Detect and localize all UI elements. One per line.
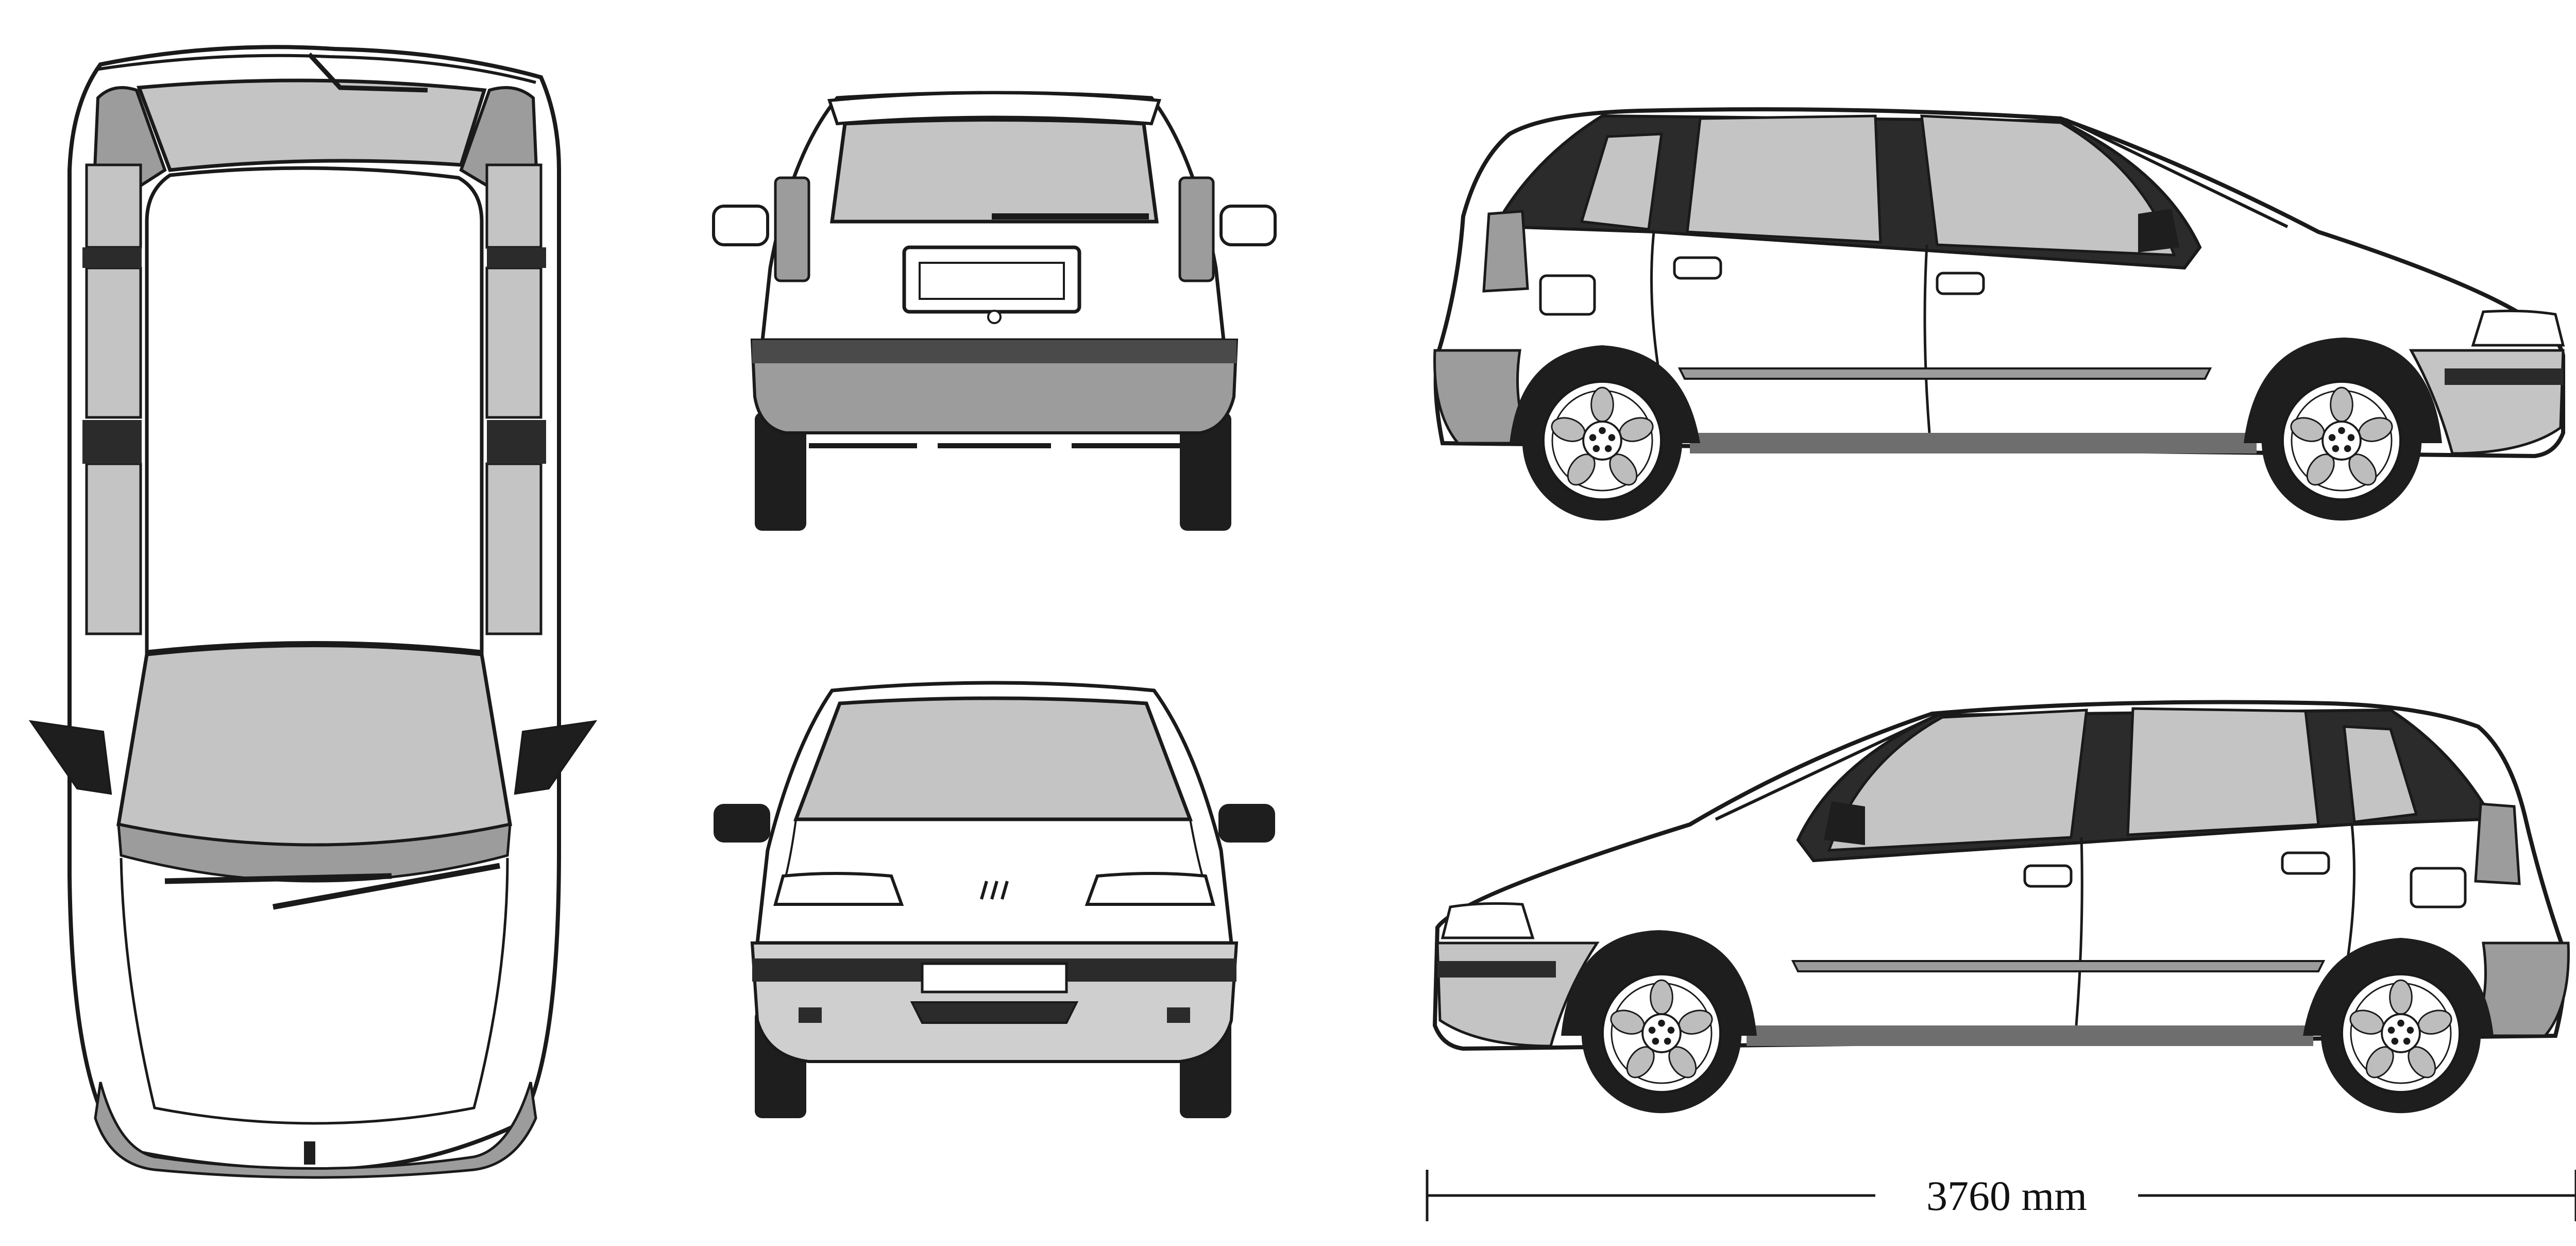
top-view-front-bumper <box>94 1082 537 1179</box>
rear-view-lock <box>987 310 1002 324</box>
top-view-rear-wiper <box>307 52 428 93</box>
rear-view-mirror-left <box>712 205 769 246</box>
right-side-view <box>1432 700 2570 1114</box>
right-side-view-rear-wheel <box>2321 953 2481 1114</box>
front-view-headlamp-left <box>773 872 904 906</box>
top-view-rear-spoiler <box>95 54 536 84</box>
left-side-view-side-strip <box>1677 367 2212 380</box>
top-view-pillars-right <box>487 247 546 464</box>
left-side-view-rear-wheel <box>1522 361 1683 521</box>
dimension-label: 3760 mm <box>1926 1172 2087 1219</box>
right-side-view-tail-lamp <box>2474 802 2521 885</box>
rear-view-tail-lamp-right <box>1178 176 1215 282</box>
rear-view-rear-window <box>830 118 1159 224</box>
top-view <box>28 45 598 1179</box>
right-side-view-windscreen-edge <box>1715 714 1938 821</box>
left-side-view-rear-quarter-window <box>1580 132 1663 231</box>
right-side-view-front-wheel <box>1582 953 1742 1114</box>
right-side-view-rear-quarter-window <box>2343 725 2418 823</box>
top-view-side-glass-right <box>485 163 543 635</box>
rear-view <box>712 91 1277 531</box>
rear-view-mirror-right <box>1219 205 1277 246</box>
right-side-view-front-door-handle <box>2023 864 2073 888</box>
top-view-mirror-right <box>514 720 598 795</box>
left-side-view <box>1433 107 2565 521</box>
top-view-side-glass-left <box>85 163 142 635</box>
right-side-view-rear-door-window <box>2126 707 2320 836</box>
front-view-headlamp-right <box>1084 872 1215 906</box>
left-side-view-windscreen-edge <box>2065 118 2289 228</box>
front-view <box>714 681 1275 1118</box>
front-view-mirror-left <box>714 804 770 843</box>
rear-view-roof-spoiler <box>827 91 1162 126</box>
front-view-grille <box>910 1001 1079 1024</box>
rear-view-tail-lamp-left <box>774 176 810 282</box>
left-side-view-sill <box>1690 433 2257 453</box>
front-view-mirror-right <box>1218 804 1275 843</box>
left-side-view-rear-door-window <box>1686 114 1882 244</box>
left-side-view-headlamp <box>2471 309 2565 347</box>
top-view-front-wipers <box>164 863 500 910</box>
rear-view-tyre-left <box>755 412 806 531</box>
left-side-view-tail-lamp <box>1482 210 1529 293</box>
top-view-rear-window <box>137 78 487 172</box>
left-side-view-rear-door-handle <box>1673 256 1722 280</box>
left-side-view-front-wheel <box>2262 361 2422 521</box>
left-side-view-front-bumper-strip <box>2445 368 2563 385</box>
front-view-windscreen <box>793 696 1193 821</box>
length-dimension: 3760 mm <box>1426 1170 2576 1221</box>
top-view-pillars-left <box>82 247 142 464</box>
left-side-view-fuel-cap <box>1539 274 1596 316</box>
front-view-number-plate <box>921 962 1068 994</box>
right-side-view-headlamp <box>1440 902 1535 939</box>
top-view-front-marker <box>304 1141 315 1165</box>
rear-view-number-plate <box>919 262 1065 300</box>
right-side-view-mirror <box>1824 801 1865 845</box>
front-view-fog-lamp-left <box>799 1007 822 1023</box>
top-view-roof <box>145 166 484 654</box>
right-side-view-rear-door-handle <box>2281 851 2330 875</box>
top-view-bonnet <box>120 857 509 1125</box>
right-side-view-front-door-window <box>1827 709 2088 852</box>
left-side-view-front-door-window <box>1920 114 2176 257</box>
right-side-view-sill <box>1747 1025 2313 1046</box>
front-view-badge <box>980 881 1009 900</box>
rear-view-tyre-right <box>1180 412 1231 531</box>
rear-view-bumper-strip <box>752 340 1236 363</box>
right-side-view-front-bumper-strip <box>1437 961 1556 978</box>
right-side-view-side-strip <box>1791 960 2326 972</box>
right-side-view-fuel-cap <box>2410 867 2467 908</box>
front-view-fog-lamp-right <box>1167 1007 1190 1023</box>
top-view-windscreen <box>116 644 513 847</box>
top-view-mirror-left <box>28 720 112 795</box>
left-side-view-front-door-handle <box>1936 272 1985 295</box>
left-side-view-mirror <box>2138 209 2179 252</box>
